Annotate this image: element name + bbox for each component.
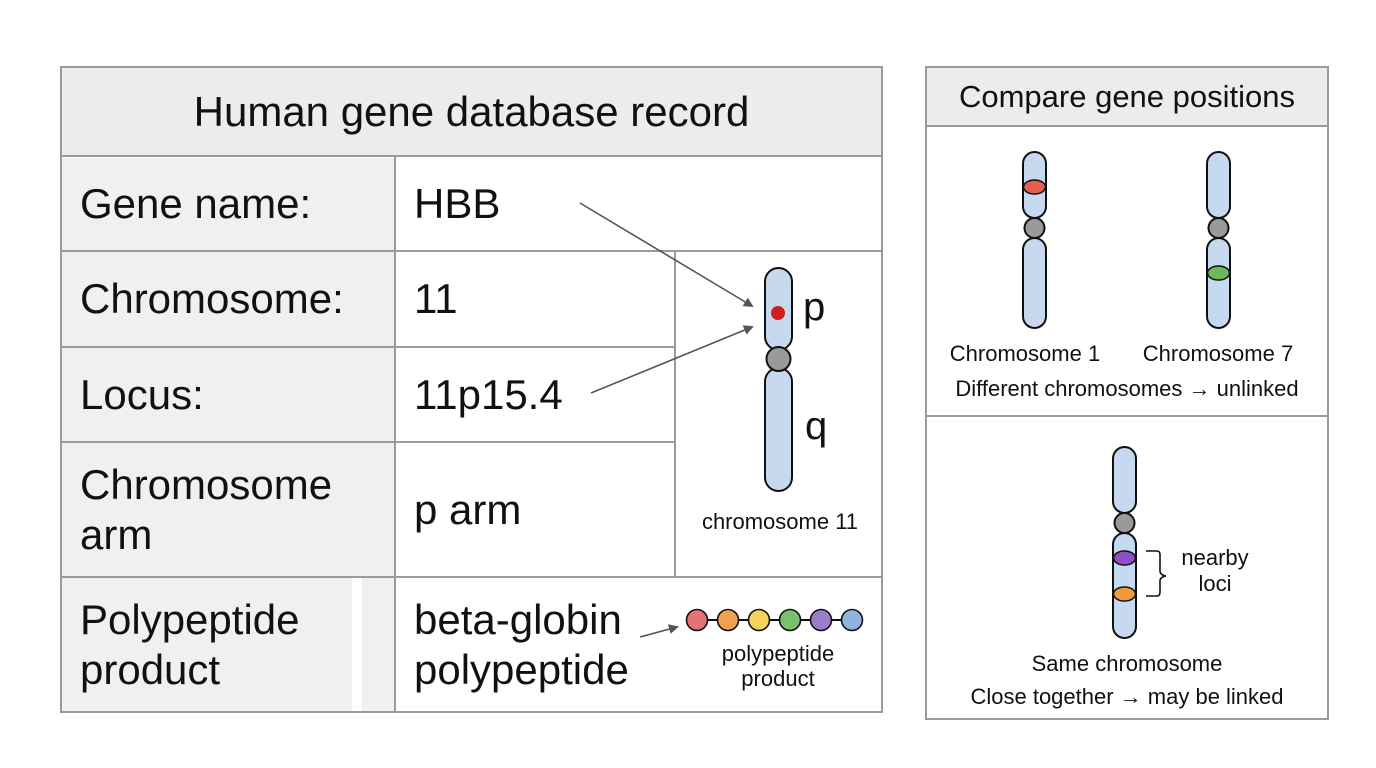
chromosome-7-label: Chromosome 7: [1142, 341, 1294, 366]
value-gene-name: HBB: [396, 158, 646, 250]
polypeptide-chain: [685, 608, 864, 632]
arrow-locus-to-chromosome: [590, 325, 754, 394]
amino-acid-bead: [778, 608, 802, 632]
label-chromosome: Chromosome:: [62, 252, 394, 346]
record-title: Human gene database record: [62, 68, 881, 156]
polypeptide-caption: polypeptide product: [721, 641, 835, 691]
label-polypeptide-product: Polypeptide product: [62, 578, 352, 711]
grid-line: [674, 251, 676, 577]
value-polypeptide: beta-globin polypeptide: [396, 578, 636, 711]
grid-line: [927, 125, 1327, 127]
unlinked-caption: Different chromosomes → unlinked: [955, 376, 1299, 401]
linked-caption-line2: Close together → may be linked: [970, 684, 1284, 709]
arrow-gene-to-chromosome: [579, 202, 754, 308]
gene-locus-marker: [1022, 179, 1047, 195]
amino-acid-bead: [747, 608, 771, 632]
grid-line: [394, 156, 396, 712]
linked-caption-line1: Same chromosome: [1031, 651, 1223, 676]
linked-chromosome: [1112, 446, 1137, 639]
grid-line: [62, 441, 675, 443]
gene-locus-marker: [1112, 586, 1137, 602]
hbb-gene-marker: [771, 306, 785, 320]
compare-title: Compare gene positions: [927, 68, 1327, 125]
arrow-to-polypeptide: [639, 624, 679, 638]
nearby-loci-bracket: [1146, 550, 1167, 597]
amino-acid-bead: [685, 608, 709, 632]
centromere: [1113, 512, 1136, 534]
centromere: [765, 346, 792, 372]
centromere: [1207, 217, 1230, 239]
chromosome-q-label: q: [805, 404, 828, 448]
chromosome-11-caption: chromosome 11: [701, 509, 859, 534]
nearby-loci-label: nearby loci: [1181, 545, 1249, 596]
value-chromosome: 11: [396, 252, 646, 346]
amino-acid-bead: [716, 608, 740, 632]
grid-line: [62, 155, 881, 157]
compare-panel: [925, 66, 1329, 720]
grid-line: [62, 576, 881, 578]
chromosome-7: [1206, 151, 1231, 329]
value-locus: 11p15.4: [396, 348, 646, 441]
amino-acid-bead: [809, 608, 833, 632]
grid-line: [927, 415, 1327, 417]
centromere: [1023, 217, 1046, 239]
gene-record-panel: [60, 66, 883, 713]
label-locus: Locus:: [62, 348, 394, 441]
grid-line: [62, 346, 675, 348]
label-chromosome-arm: Chromosome arm: [62, 443, 362, 576]
amino-acid-bead: [840, 608, 864, 632]
value-chromosome-arm: p arm: [396, 443, 646, 576]
chromosome-11: [764, 267, 793, 492]
chromosome-1-label: Chromosome 1: [949, 341, 1101, 366]
chromosome-11-q-arm: [764, 367, 793, 492]
chromosome-1: [1022, 151, 1047, 329]
gene-locus-marker: [1112, 550, 1137, 566]
grid-line: [62, 250, 881, 252]
label-gene-name: Gene name:: [62, 158, 394, 250]
chromosome-p-label: p: [803, 285, 826, 329]
gene-locus-marker: [1206, 265, 1231, 281]
